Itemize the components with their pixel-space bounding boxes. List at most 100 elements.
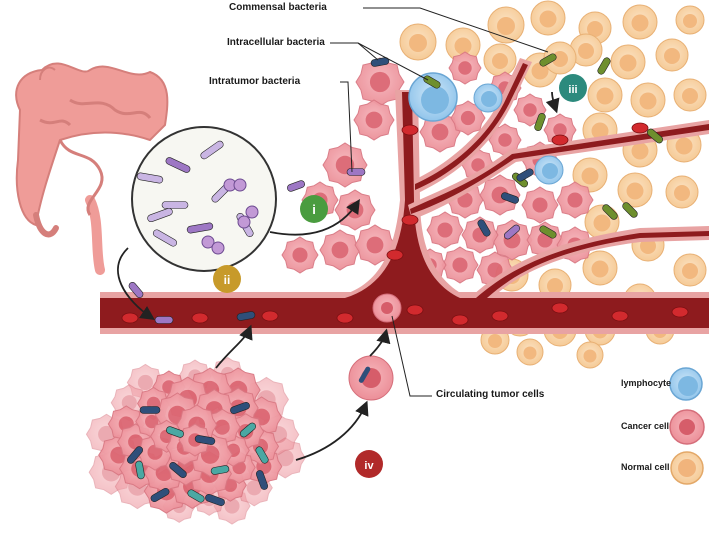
cancer-cell-icon [450, 100, 486, 136]
intestine-icon [15, 62, 169, 275]
coccus-bacterium [245, 205, 259, 219]
normal-cell-icon [673, 253, 707, 287]
svg-text:iii: iii [568, 84, 577, 96]
cancer-cell-icon [319, 229, 361, 271]
cancer-cell-icon [281, 236, 319, 274]
normal-cell-icon [665, 175, 699, 209]
label-circulating-tumor-cells: Circulating tumor cells [436, 389, 545, 400]
bacterium-icon [169, 462, 187, 478]
bacterium-icon [239, 422, 257, 438]
normal-cell-icon [582, 250, 618, 286]
bacterium-icon [646, 128, 664, 144]
bacterium-icon [152, 229, 178, 247]
red-blood-cells [121, 122, 689, 326]
svg-text:ii: ii [224, 273, 231, 287]
normal-cell-icon [399, 23, 437, 61]
bacterium-icon [602, 204, 618, 220]
route-badge-ii: ii [213, 265, 241, 293]
cancer-cell-icon [334, 189, 376, 231]
microbiome-circle-icon [131, 126, 277, 272]
bacterium-icon [135, 460, 145, 480]
bacterium-icon [477, 219, 491, 237]
legend-cancer-cell-label: Cancer cell [621, 421, 670, 431]
legend-lymphocyte-label: lymphocyte [621, 378, 672, 388]
bacterium-icon [165, 157, 191, 173]
bacterium-icon [154, 316, 174, 324]
cancer-cell-icon [354, 224, 396, 266]
normal-cell-icon [572, 157, 608, 193]
circulating-tumor-cell [372, 293, 402, 323]
route-badge-iv: iv [355, 450, 383, 478]
red-blood-cell [551, 134, 569, 146]
cancer-cell-icon [543, 113, 577, 147]
bacterium-icon [161, 201, 189, 209]
bacterium-icon [622, 202, 638, 218]
label-intratumor-bacteria: Intratumor bacteria [209, 76, 301, 87]
cancer-cell-icon [322, 142, 368, 188]
red-blood-cell [611, 310, 629, 322]
circulating-tumor-cell-below [348, 355, 394, 401]
bacterium-icon [166, 426, 184, 438]
normal-cell-icon [483, 43, 517, 77]
legend-normal-cell-label: Normal cell [621, 462, 670, 472]
red-blood-cell [121, 312, 139, 324]
red-blood-cell [631, 122, 649, 134]
label-commensal-bacteria: Commensal bacteria [229, 2, 327, 13]
bacterium-icon [370, 57, 390, 67]
bacterium-icon [194, 435, 216, 445]
cancer-cell-icon [353, 99, 395, 141]
coccus-bacterium [201, 235, 215, 249]
bacterium-icon [150, 487, 170, 503]
bacterium-icon [287, 180, 305, 192]
legend-lymphocyte-icon [669, 367, 703, 401]
bacterium-icon [200, 140, 224, 160]
bacterium-icon [128, 281, 144, 299]
cancer-cell-icon [441, 246, 479, 284]
cancer-cell-icon [488, 123, 522, 157]
cancer-cell-icon [355, 57, 405, 107]
legend-cancer-cell-icon [669, 409, 705, 445]
svg-text:iv: iv [364, 460, 374, 472]
bacteria-group [128, 53, 664, 324]
normal-cell-icon [610, 44, 646, 80]
cancer-cell-icon [426, 211, 464, 249]
cancer-cell-icon [556, 181, 594, 219]
red-blood-cell [451, 314, 469, 326]
normal-cell-icon [487, 6, 525, 44]
normal-cell-icon [622, 4, 658, 40]
route-badge-iii: iii [559, 74, 587, 102]
normal-cell-icon [587, 77, 623, 113]
red-blood-cell [491, 310, 509, 322]
coccus-bacterium [211, 241, 225, 255]
svg-text:i: i [312, 202, 316, 217]
normal-cell-icon [617, 172, 653, 208]
bacterium-icon [255, 446, 269, 464]
normal-cell-icon [655, 38, 689, 72]
red-blood-cell [191, 312, 209, 324]
coccus-bacterium [237, 215, 251, 229]
tumor-mass-icon [85, 357, 306, 525]
bacterium-icon [503, 224, 521, 240]
normal-cell-icon [675, 5, 705, 35]
bacterium-icon [255, 470, 269, 490]
cancer-cell-icon [419, 111, 461, 153]
red-blood-cell [551, 302, 569, 314]
bacterium-icon [186, 222, 214, 234]
cancer-cell-icon [448, 51, 482, 85]
normal-cell-icon [543, 41, 577, 75]
bacterium-icon [136, 172, 164, 184]
normal-cell-icon [673, 78, 707, 112]
bacterium-icon [539, 225, 557, 239]
callout-lines [330, 7, 549, 397]
normal-cell-icon [576, 341, 604, 369]
bacterium-icon [597, 57, 611, 75]
normal-cell-icon [516, 338, 544, 366]
bacterium-icon [230, 401, 250, 415]
red-blood-cell [671, 306, 689, 318]
coccus-bacterium [233, 178, 247, 192]
label-intracellular-bacteria: Intracellular bacteria [227, 37, 325, 48]
cancer-cell-icon [521, 186, 559, 224]
bacterium-icon [210, 465, 230, 475]
bacterium-icon [534, 113, 546, 131]
